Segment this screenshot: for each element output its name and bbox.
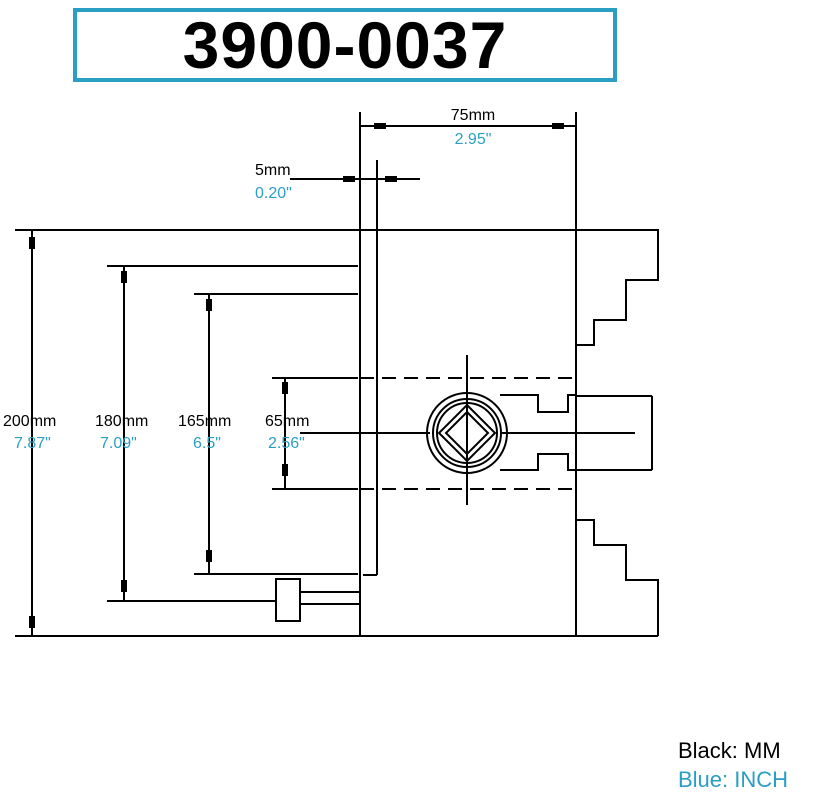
- part-number-box: 3900-0037: [73, 8, 617, 82]
- legend-black: Black: MM: [678, 738, 781, 763]
- dim-200-mm-label: 200mm: [3, 413, 56, 430]
- dim-180-mm-label: 180mm: [95, 413, 148, 430]
- dim-5-mm-label: 5mm: [255, 162, 291, 179]
- dim-65-inch-label: 2.56": [268, 435, 305, 452]
- dim-65-mm-label: 65mm: [265, 413, 309, 430]
- dim-5-inch-label: 0.20": [255, 185, 292, 202]
- dim-75-mm-label: 75mm: [451, 107, 495, 124]
- legend-blue: Blue: INCH: [678, 767, 789, 792]
- dim-180-inch-label: 7.09": [100, 435, 137, 452]
- dim-200-inch-label: 7.87": [14, 435, 51, 452]
- dim-165-mm-label: 165mm: [178, 413, 231, 430]
- dim-165-inch-label: 6.5": [193, 435, 221, 452]
- dim-75-inch-label: 2.95": [455, 131, 492, 148]
- part-number: 3900-0037: [182, 8, 508, 82]
